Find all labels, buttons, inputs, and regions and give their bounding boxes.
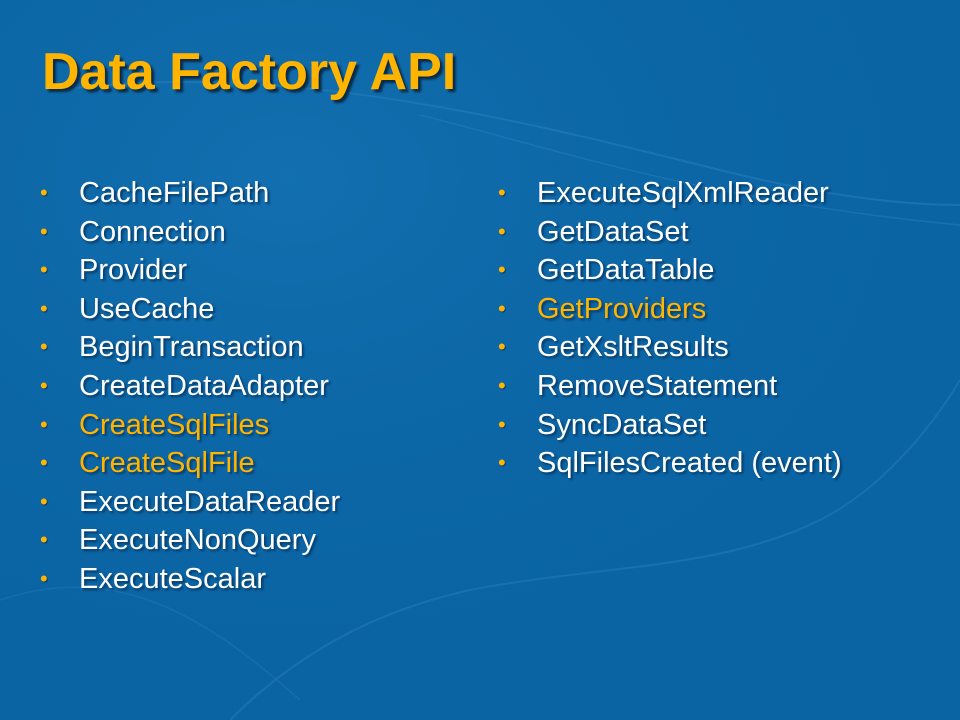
list-item: • ExecuteScalar [40, 560, 340, 599]
list-item: • UseCache [40, 290, 340, 329]
list-item-label: GetDataTable [537, 254, 715, 287]
list-item: • ExecuteNonQuery [40, 521, 340, 560]
list-item-label: CreateDataAdapter [79, 369, 329, 402]
bullet-icon: • [40, 565, 48, 591]
bullet-icon: • [498, 180, 506, 205]
list-item: • SyncDataSet [498, 406, 842, 445]
left-method-list: • CacheFilePath • Connection • Provider • UseCa… [40, 174, 340, 599]
list-item-label: Connection [79, 215, 226, 248]
list-item-label: UseCache [79, 292, 215, 325]
bullet-icon: • [40, 334, 48, 360]
list-item: • SqlFilesCreated (event) [498, 444, 842, 483]
list-item: • CreateDataAdapter [40, 367, 340, 406]
bullet-icon: • [40, 218, 48, 244]
bullet-icon: • [498, 218, 506, 244]
list-item-label: Provider [79, 254, 187, 287]
bullet-icon: • [40, 257, 48, 283]
list-item-label: CacheFilePath [79, 177, 270, 209]
bullet-icon: • [40, 450, 48, 476]
bullet-icon: • [498, 295, 506, 321]
bullet-icon: • [40, 295, 48, 321]
list-item-label: ExecuteNonQuery [79, 524, 316, 557]
list-item: • CreateSqlFile [40, 444, 340, 483]
right-method-list: • ExecuteSqlXmlReader • GetDataSet • GetDataT… [498, 174, 842, 483]
list-item: • GetProviders [498, 290, 842, 329]
list-item-label: GetXsltResults [537, 331, 729, 364]
list-item: • CreateSqlFiles [40, 406, 340, 445]
list-item: • BeginTransaction [40, 328, 340, 367]
list-item: • ExecuteSqlXmlReader [498, 174, 842, 213]
bullet-icon: • [40, 372, 48, 398]
list-item-label: GetProviders [537, 292, 707, 325]
bullet-icon: • [498, 372, 506, 398]
list-item-label: SyncDataSet [537, 408, 707, 441]
list-item: • CacheFilePath [40, 174, 340, 213]
list-item: • Connection [40, 213, 340, 252]
slide-title: Data Factory API [42, 43, 457, 101]
bullet-icon: • [498, 450, 506, 476]
bullet-icon: • [40, 488, 48, 514]
list-item-label: ExecuteDataReader [79, 485, 341, 518]
list-item: • GetDataSet [498, 213, 842, 252]
list-item-label: SqlFilesCreated (event) [537, 447, 842, 480]
list-item-label: GetDataSet [537, 215, 689, 248]
list-item-label: ExecuteScalar [79, 562, 266, 595]
list-item: • ExecuteDataReader [40, 483, 340, 522]
bullet-icon: • [498, 411, 506, 437]
bullet-icon: • [40, 180, 48, 205]
list-item: • GetXsltResults [498, 328, 842, 367]
bullet-icon: • [498, 334, 506, 360]
list-item-label: CreateSqlFile [79, 447, 255, 480]
list-item-label: CreateSqlFiles [79, 408, 270, 441]
list-item-label: RemoveStatement [537, 369, 778, 402]
list-item-label: ExecuteSqlXmlReader [537, 177, 829, 209]
list-item: • Provider [40, 251, 340, 290]
bullet-icon: • [40, 411, 48, 437]
list-item: • GetDataTable [498, 251, 842, 290]
list-item-label: BeginTransaction [79, 331, 304, 364]
bullet-icon: • [498, 257, 506, 283]
bullet-icon: • [40, 527, 48, 553]
list-item: • RemoveStatement [498, 367, 842, 406]
